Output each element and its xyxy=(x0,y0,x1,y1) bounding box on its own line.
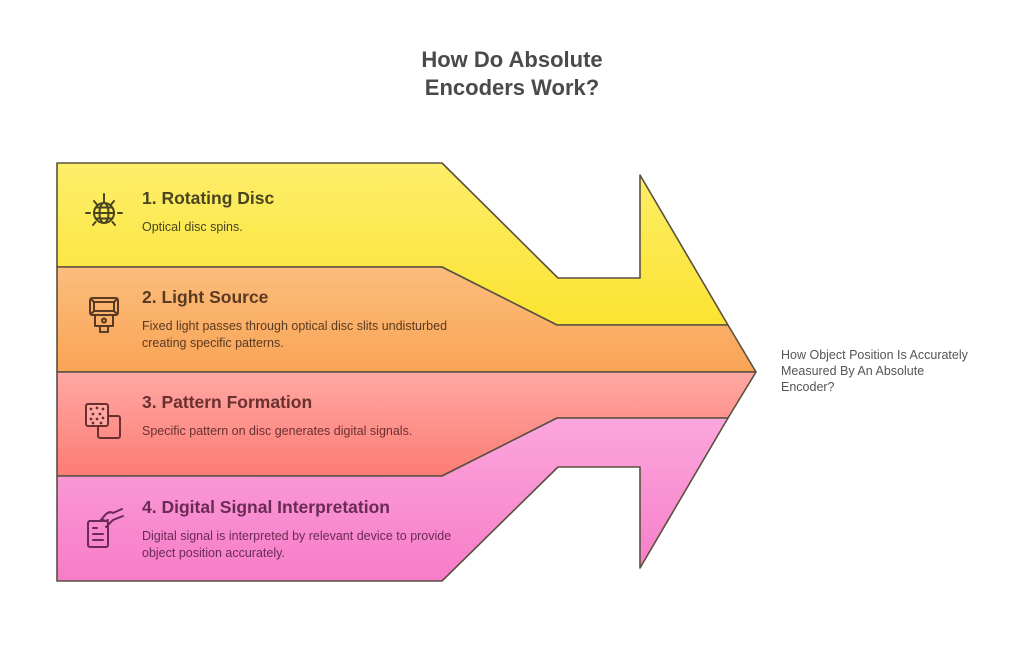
title-line-2: Encoders Work? xyxy=(424,75,600,100)
step-2: 2. Light Source Fixed light passes throu… xyxy=(142,286,452,352)
step-3: 3. Pattern Formation Specific pattern on… xyxy=(142,391,452,440)
band-step-4 xyxy=(56,417,729,582)
step-1-title: 1. Rotating Disc xyxy=(142,188,275,208)
hand-document-icon xyxy=(80,505,128,553)
step-1: 1. Rotating Disc Optical disc spins. xyxy=(142,187,452,236)
disco-globe-icon xyxy=(80,186,128,234)
step-2-title: 2. Light Source xyxy=(142,287,269,307)
diagram-title: How Do Absolute Encoders Work? xyxy=(362,46,662,102)
step-1-description: Optical disc spins. xyxy=(142,220,243,234)
dotted-squares-icon xyxy=(80,399,128,447)
title-line-1: How Do Absolute xyxy=(421,47,603,72)
outcome-label: How Object Position Is Accurately Measur… xyxy=(781,348,968,394)
step-4: 4. Digital Signal Interpretation Digital… xyxy=(142,496,452,562)
step-4-description: Digital signal is interpreted by relevan… xyxy=(142,529,452,560)
camera-flash-icon xyxy=(80,292,128,340)
step-4-title: 4. Digital Signal Interpretation xyxy=(142,497,390,517)
step-3-title: 3. Pattern Formation xyxy=(142,392,313,412)
step-3-description: Specific pattern on disc generates digit… xyxy=(142,424,413,438)
step-2-description: Fixed light passes through optical disc … xyxy=(142,319,448,350)
